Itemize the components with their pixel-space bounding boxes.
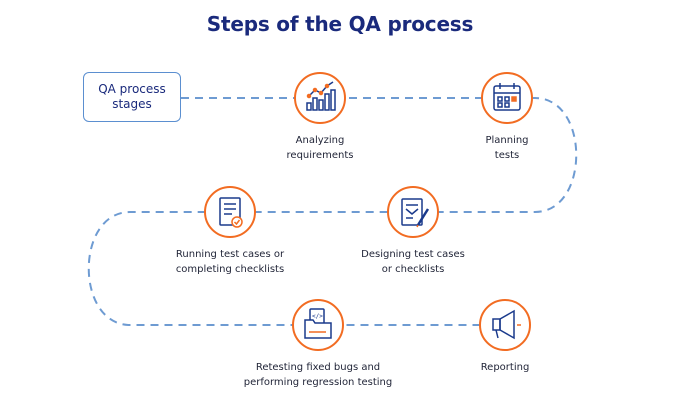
step-label-reporting: Reporting: [480, 362, 530, 373]
step-circle-analyzing: [294, 72, 346, 124]
step-label-analyzing: Analyzing requirements: [286, 135, 354, 161]
step-label-designing: Designing test cases or checklists: [361, 249, 465, 275]
analytics-chart-icon: [306, 81, 336, 111]
diagram-title: Steps of the QA process: [206, 12, 474, 36]
step-circle-reporting: [479, 299, 531, 351]
svg-text:</>: </>: [312, 313, 323, 320]
step-label-planning: Planning tests: [485, 135, 529, 161]
step-circle-retesting: </>: [292, 299, 344, 351]
step-circle-designing: [387, 186, 439, 238]
qa-stages-start-box: QA process stages: [83, 72, 181, 122]
step-label-retesting: Retesting fixed bugs and performing regr…: [243, 362, 393, 388]
document-pen-icon: [401, 198, 430, 228]
checklist-icon: [219, 197, 243, 228]
megaphone-icon: [492, 309, 521, 340]
calendar-icon: [493, 83, 521, 111]
step-label-running: Running test cases or completing checkli…: [175, 249, 285, 275]
flow-path: [87, 97, 578, 326]
folder-code-icon: </>: [304, 308, 332, 339]
step-circle-planning: [481, 72, 533, 124]
step-circle-running: [204, 186, 256, 238]
